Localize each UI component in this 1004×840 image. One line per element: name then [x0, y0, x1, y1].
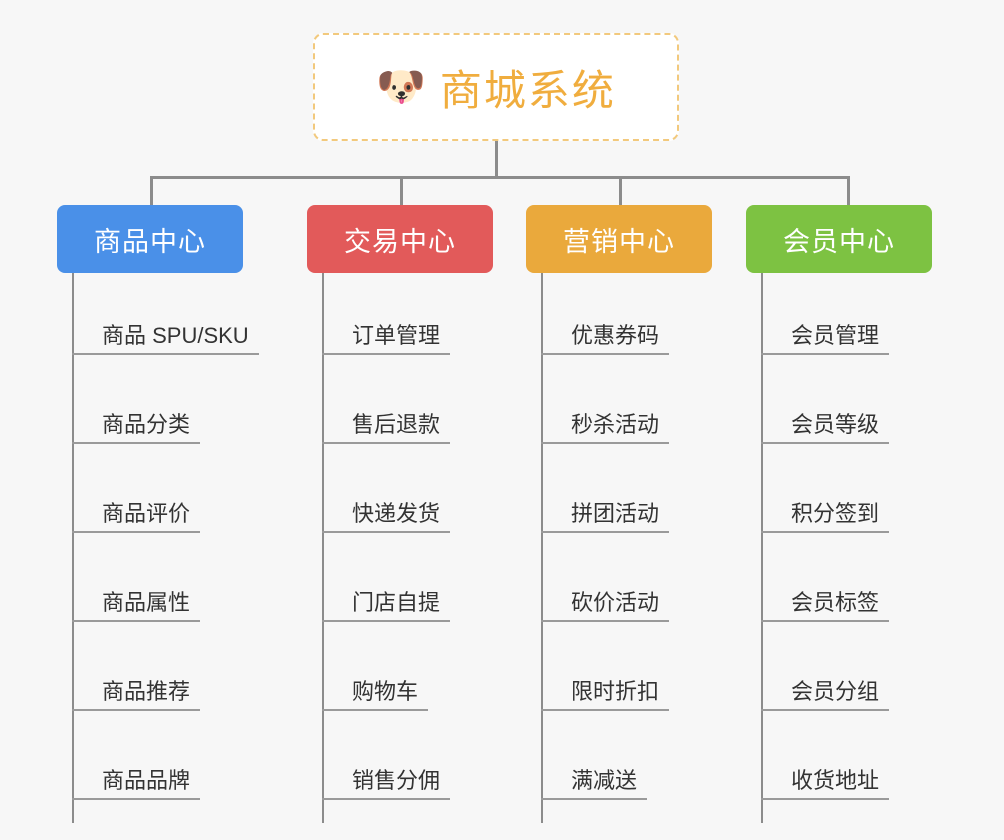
root-node-title: 商城系统 [439, 66, 616, 114]
leaf-label: 会员等级 [791, 412, 880, 437]
leaf-spine-4 [761, 273, 763, 823]
leaf-underline [322, 620, 450, 622]
leaf-item[interactable]: 售后退款 [322, 410, 450, 444]
leaf-spine-3 [541, 273, 543, 823]
leaf-underline [761, 709, 889, 711]
leaf-label: 快递发货 [352, 501, 441, 526]
category-box-2[interactable]: 交易中心 [307, 205, 493, 273]
connector-root-stem [495, 141, 498, 178]
category-box-1[interactable]: 商品中心 [57, 205, 243, 273]
leaf-underline [541, 442, 669, 444]
leaf-item[interactable]: 销售分佣 [322, 766, 450, 800]
category-box-3[interactable]: 营销中心 [526, 205, 712, 273]
connector-drop-1 [150, 176, 153, 207]
leaf-underline [541, 798, 647, 800]
leaf-item[interactable]: 商品属性 [72, 588, 200, 622]
dog-face-icon: 🐶 [376, 65, 426, 109]
leaf-underline [761, 531, 889, 533]
category-label-1: 商品中心 [94, 226, 206, 257]
leaf-label: 售后退款 [352, 412, 441, 437]
leaf-item[interactable]: 优惠券码 [541, 321, 669, 355]
leaf-label: 满减送 [571, 768, 638, 793]
leaf-underline [541, 531, 669, 533]
leaf-item[interactable]: 秒杀活动 [541, 410, 669, 444]
leaf-label: 会员分组 [791, 679, 880, 704]
leaf-label: 商品分类 [102, 412, 191, 437]
leaf-underline [322, 798, 450, 800]
leaf-label: 积分签到 [791, 501, 880, 526]
leaf-item[interactable]: 积分签到 [761, 499, 889, 533]
leaf-item[interactable]: 商品分类 [72, 410, 200, 444]
leaf-underline [322, 531, 450, 533]
leaf-item[interactable]: 限时折扣 [541, 677, 669, 711]
leaf-item[interactable]: 商品品牌 [72, 766, 200, 800]
leaf-item[interactable]: 购物车 [322, 677, 428, 711]
leaf-underline [72, 620, 200, 622]
leaf-item[interactable]: 商品 SPU/SKU [72, 321, 259, 355]
leaf-underline [322, 442, 450, 444]
leaf-item[interactable]: 门店自提 [322, 588, 450, 622]
leaf-item[interactable]: 收货地址 [761, 766, 889, 800]
leaf-label: 会员标签 [791, 590, 880, 615]
leaf-label: 订单管理 [352, 323, 441, 348]
leaf-label: 商品品牌 [102, 768, 191, 793]
leaf-underline [72, 353, 259, 355]
leaf-underline [72, 531, 200, 533]
category-label-2: 交易中心 [344, 226, 456, 257]
leaf-item[interactable]: 会员标签 [761, 588, 889, 622]
leaf-underline [322, 709, 428, 711]
leaf-underline [761, 353, 889, 355]
leaf-label: 商品 SPU/SKU [102, 323, 249, 348]
leaf-label: 商品推荐 [102, 679, 191, 704]
category-label-3: 营销中心 [563, 226, 675, 257]
leaf-label: 收货地址 [791, 768, 880, 793]
leaf-label: 门店自提 [352, 590, 441, 615]
leaf-underline [541, 353, 669, 355]
leaf-label: 购物车 [352, 679, 419, 704]
leaf-item[interactable]: 商品评价 [72, 499, 200, 533]
leaf-underline [541, 620, 669, 622]
category-box-4[interactable]: 会员中心 [746, 205, 932, 273]
leaf-label: 商品属性 [102, 590, 191, 615]
leaf-label: 商品评价 [102, 501, 191, 526]
leaf-label: 秒杀活动 [571, 412, 660, 437]
leaf-underline [761, 620, 889, 622]
leaf-label: 会员管理 [791, 323, 880, 348]
leaf-underline [72, 442, 200, 444]
leaf-item[interactable]: 砍价活动 [541, 588, 669, 622]
leaf-label: 限时折扣 [571, 679, 660, 704]
leaf-item[interactable]: 会员分组 [761, 677, 889, 711]
leaf-item[interactable]: 快递发货 [322, 499, 450, 533]
leaf-underline [72, 798, 200, 800]
connector-drop-3 [619, 176, 622, 207]
leaf-item[interactable]: 拼团活动 [541, 499, 669, 533]
connector-drop-4 [847, 176, 850, 207]
leaf-label: 砍价活动 [571, 590, 660, 615]
leaf-spine-2 [322, 273, 324, 823]
root-node-shopping-mall-system[interactable]: 🐶 商城系统 [313, 33, 679, 141]
leaf-underline [761, 442, 889, 444]
leaf-label: 销售分佣 [352, 768, 441, 793]
connector-drop-2 [400, 176, 403, 207]
leaf-underline [761, 798, 889, 800]
leaf-underline [322, 353, 450, 355]
leaf-label: 拼团活动 [571, 501, 660, 526]
leaf-item[interactable]: 会员等级 [761, 410, 889, 444]
leaf-spine-1 [72, 273, 74, 823]
leaf-item[interactable]: 商品推荐 [72, 677, 200, 711]
leaf-underline [72, 709, 200, 711]
leaf-item[interactable]: 满减送 [541, 766, 647, 800]
leaf-item[interactable]: 订单管理 [322, 321, 450, 355]
connector-horizontal-bus [150, 176, 850, 179]
leaf-item[interactable]: 会员管理 [761, 321, 889, 355]
leaf-underline [541, 709, 669, 711]
category-label-4: 会员中心 [783, 226, 895, 257]
leaf-label: 优惠券码 [571, 323, 660, 348]
